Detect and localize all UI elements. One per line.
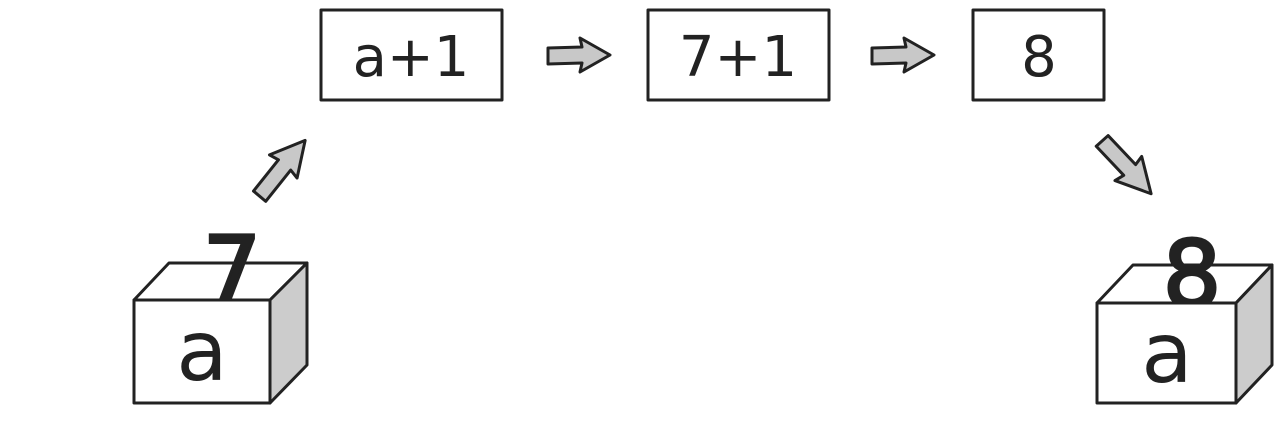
arrow-down-right-icon [1094, 134, 1153, 196]
arrow-up-right-icon [251, 138, 307, 203]
arrow-icon [870, 36, 936, 74]
arrow-icon [546, 36, 612, 74]
step-box-result: 8 [971, 8, 1106, 102]
variable-box-output: 8 a [1095, 220, 1274, 405]
output-box-label: a [1141, 304, 1192, 402]
step-box-substitution: 7+1 [646, 8, 831, 102]
step-box-substitution-text: 7+1 [679, 25, 797, 90]
variable-box-input: 7 a [132, 216, 309, 405]
step-box-expression-text: a+1 [353, 25, 470, 90]
step-box-expression: a+1 [319, 8, 504, 102]
input-box-label: a [176, 302, 227, 400]
step-box-result-text: 8 [1021, 25, 1057, 90]
